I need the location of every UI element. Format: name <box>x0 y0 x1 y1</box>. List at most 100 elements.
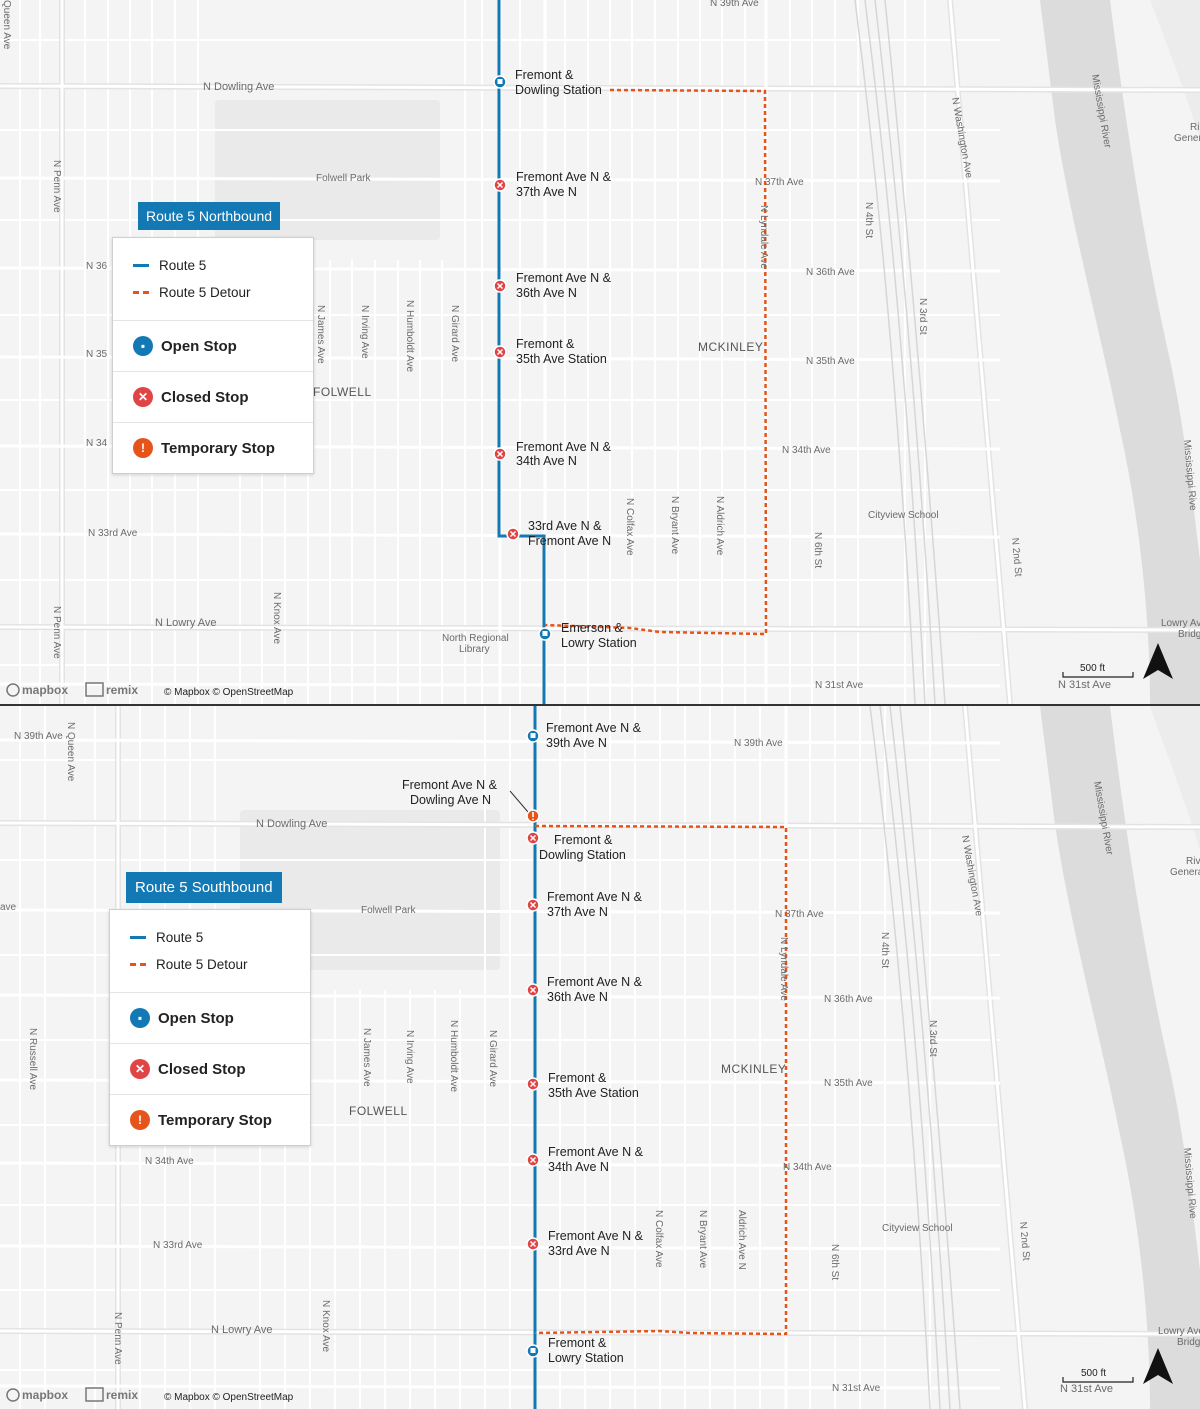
svg-text:N James Ave: N James Ave <box>315 305 326 364</box>
svg-text:MCKINLEY: MCKINLEY <box>698 340 763 354</box>
stop-label: 37th Ave N <box>516 185 577 199</box>
svg-text:N James Ave: N James Ave <box>361 1028 372 1087</box>
stop-label: Fremont Ave N & <box>547 890 643 904</box>
svg-text:N 34th Ave: N 34th Ave <box>782 445 831 456</box>
legend-temporary-label: Temporary Stop <box>158 1111 272 1129</box>
svg-text:N 39th Ave: N 39th Ave <box>734 738 783 749</box>
svg-text:Queen Ave: Queen Ave <box>1 0 12 50</box>
svg-text:Cityview School: Cityview School <box>882 1223 953 1234</box>
svg-text:N 39th Ave: N 39th Ave <box>14 731 63 742</box>
svg-text:N Girard Ave: N Girard Ave <box>449 305 460 362</box>
stop-label: 34th Ave N <box>516 454 577 468</box>
legend: Route 5 Route 5 Detour ▪ Open Stop ✕ Clo… <box>112 237 314 474</box>
stop-label: Fremont Ave N <box>528 534 611 548</box>
svg-text:N Penn Ave: N Penn Ave <box>51 160 62 213</box>
svg-text:N Aldrich Ave: N Aldrich Ave <box>714 496 725 556</box>
scale-bar: 500 ft <box>1062 1368 1134 1383</box>
detour-line-icon <box>130 963 146 966</box>
svg-text:N 6th St: N 6th St <box>829 1244 840 1280</box>
stop-label: Emerson & <box>561 621 623 635</box>
svg-text:N Dowling Ave: N Dowling Ave <box>256 818 327 830</box>
legend-open-label: Open Stop <box>158 1009 234 1027</box>
legend-closed-label: Closed Stop <box>161 388 249 406</box>
svg-text:N 2nd St: N 2nd St <box>1017 1221 1031 1261</box>
stop-label: 33rd Ave N & <box>528 519 602 533</box>
stop-label: Fremont & <box>548 1336 607 1350</box>
svg-text:N Colfax Ave: N Colfax Ave <box>624 498 635 556</box>
stop-label: 36th Ave N <box>516 286 577 300</box>
svg-text:N 35th Ave: N 35th Ave <box>806 356 855 367</box>
svg-text:N Irving Ave: N Irving Ave <box>404 1030 415 1084</box>
svg-text:N 4th St: N 4th St <box>879 932 890 968</box>
map-attribution: mapbox remix © Mapbox © OpenStreetMap <box>6 682 294 698</box>
stop-label: Dowling Ave N <box>410 793 491 807</box>
stop-label: Fremont Ave N & <box>547 975 643 989</box>
svg-text:500 ft: 500 ft <box>1080 663 1105 674</box>
svg-text:Folwell Park: Folwell Park <box>316 173 371 184</box>
svg-text:© Mapbox © OpenStreetMap: © Mapbox © OpenStreetMap <box>164 1392 294 1403</box>
stop-label: Fremont Ave N & <box>548 1229 644 1243</box>
legend-closed-stop: ✕ Closed Stop <box>113 371 313 422</box>
svg-text:N Bryant Ave: N Bryant Ave <box>669 496 680 555</box>
svg-text:N 6th St: N 6th St <box>812 532 823 568</box>
svg-text:N 3rd St: N 3rd St <box>917 298 928 335</box>
svg-text:Cityview School: Cityview School <box>868 510 939 521</box>
svg-text:Bridg: Bridg <box>1178 629 1200 640</box>
svg-text:N Irving Ave: N Irving Ave <box>359 305 370 359</box>
svg-text:N Penn Ave: N Penn Ave <box>112 1312 123 1365</box>
svg-text:N 2nd St: N 2nd St <box>1009 537 1023 577</box>
svg-text:Folwell Park: Folwell Park <box>361 905 416 916</box>
svg-text:Genera: Genera <box>1170 867 1200 878</box>
svg-text:N 33rd Ave: N 33rd Ave <box>88 528 138 539</box>
close-icon: ✕ <box>130 1059 150 1079</box>
svg-text:Library: Library <box>459 644 490 655</box>
svg-text:N 35: N 35 <box>86 349 108 360</box>
svg-text:N Knox Ave: N Knox Ave <box>320 1300 331 1353</box>
stop-label: Fremont Ave N & <box>548 1145 644 1159</box>
svg-text:MCKINLEY: MCKINLEY <box>721 1062 786 1076</box>
svg-text:© Mapbox © OpenStreetMap: © Mapbox © OpenStreetMap <box>164 687 294 698</box>
svg-text:N 39th Ave: N 39th Ave <box>710 0 759 9</box>
stop-label: 39th Ave N <box>546 736 607 750</box>
route-line-icon <box>130 936 146 939</box>
svg-text:mapbox: mapbox <box>22 1388 68 1402</box>
legend-closed-label: Closed Stop <box>158 1060 246 1078</box>
svg-text:N 36th Ave: N 36th Ave <box>806 267 855 278</box>
legend: Route 5 Route 5 Detour ▪ Open Stop ✕ Clo… <box>109 909 311 1146</box>
legend-route: Route 5 <box>130 924 290 951</box>
svg-text:Bridg: Bridg <box>1177 1337 1200 1348</box>
legend-closed-stop: ✕ Closed Stop <box>110 1043 310 1094</box>
legend-temporary-label: Temporary Stop <box>161 439 275 457</box>
stop-label: Fremont & <box>516 337 575 351</box>
svg-text:N Lowry Ave: N Lowry Ave <box>155 617 217 629</box>
stop-label: 36th Ave N <box>547 990 608 1004</box>
legend-detour-label: Route 5 Detour <box>159 285 251 300</box>
close-icon: ✕ <box>133 387 153 407</box>
legend-route: Route 5 <box>133 252 293 279</box>
svg-text:N 4th St: N 4th St <box>863 202 874 238</box>
stop-label: Dowling Station <box>515 83 602 97</box>
route-line-icon <box>133 264 149 267</box>
svg-text:N Lyndale Ave: N Lyndale Ave <box>758 205 769 269</box>
north-arrow-icon <box>1143 643 1173 679</box>
svg-text:N Dowling Ave: N Dowling Ave <box>203 81 274 93</box>
stop-label: Fremont & <box>515 68 574 82</box>
legend-route-label: Route 5 <box>156 930 204 945</box>
stop-label: 35th Ave Station <box>548 1086 639 1100</box>
map-attribution: mapbox remix © Mapbox © OpenStreetMap <box>6 1387 294 1403</box>
stop-label: Fremont Ave N & <box>516 440 612 454</box>
map-title: Route 5 Northbound <box>138 202 281 230</box>
svg-text:N 34: N 34 <box>86 438 108 449</box>
legend-detour-label: Route 5 Detour <box>156 957 248 972</box>
svg-text:N 35th Ave: N 35th Ave <box>824 1078 873 1089</box>
svg-text:N 36th Ave: N 36th Ave <box>824 994 873 1005</box>
legend-detour: Route 5 Detour <box>130 951 290 978</box>
svg-text:Gener: Gener <box>1174 133 1200 144</box>
stop-label: Lowry Station <box>561 636 637 650</box>
legend-detour: Route 5 Detour <box>133 279 293 306</box>
svg-text:N 33rd Ave: N 33rd Ave <box>153 1240 203 1251</box>
svg-text:N 36: N 36 <box>86 261 108 272</box>
svg-text:N Queen Ave: N Queen Ave <box>65 722 76 782</box>
svg-text:FOLWELL: FOLWELL <box>349 1104 408 1118</box>
